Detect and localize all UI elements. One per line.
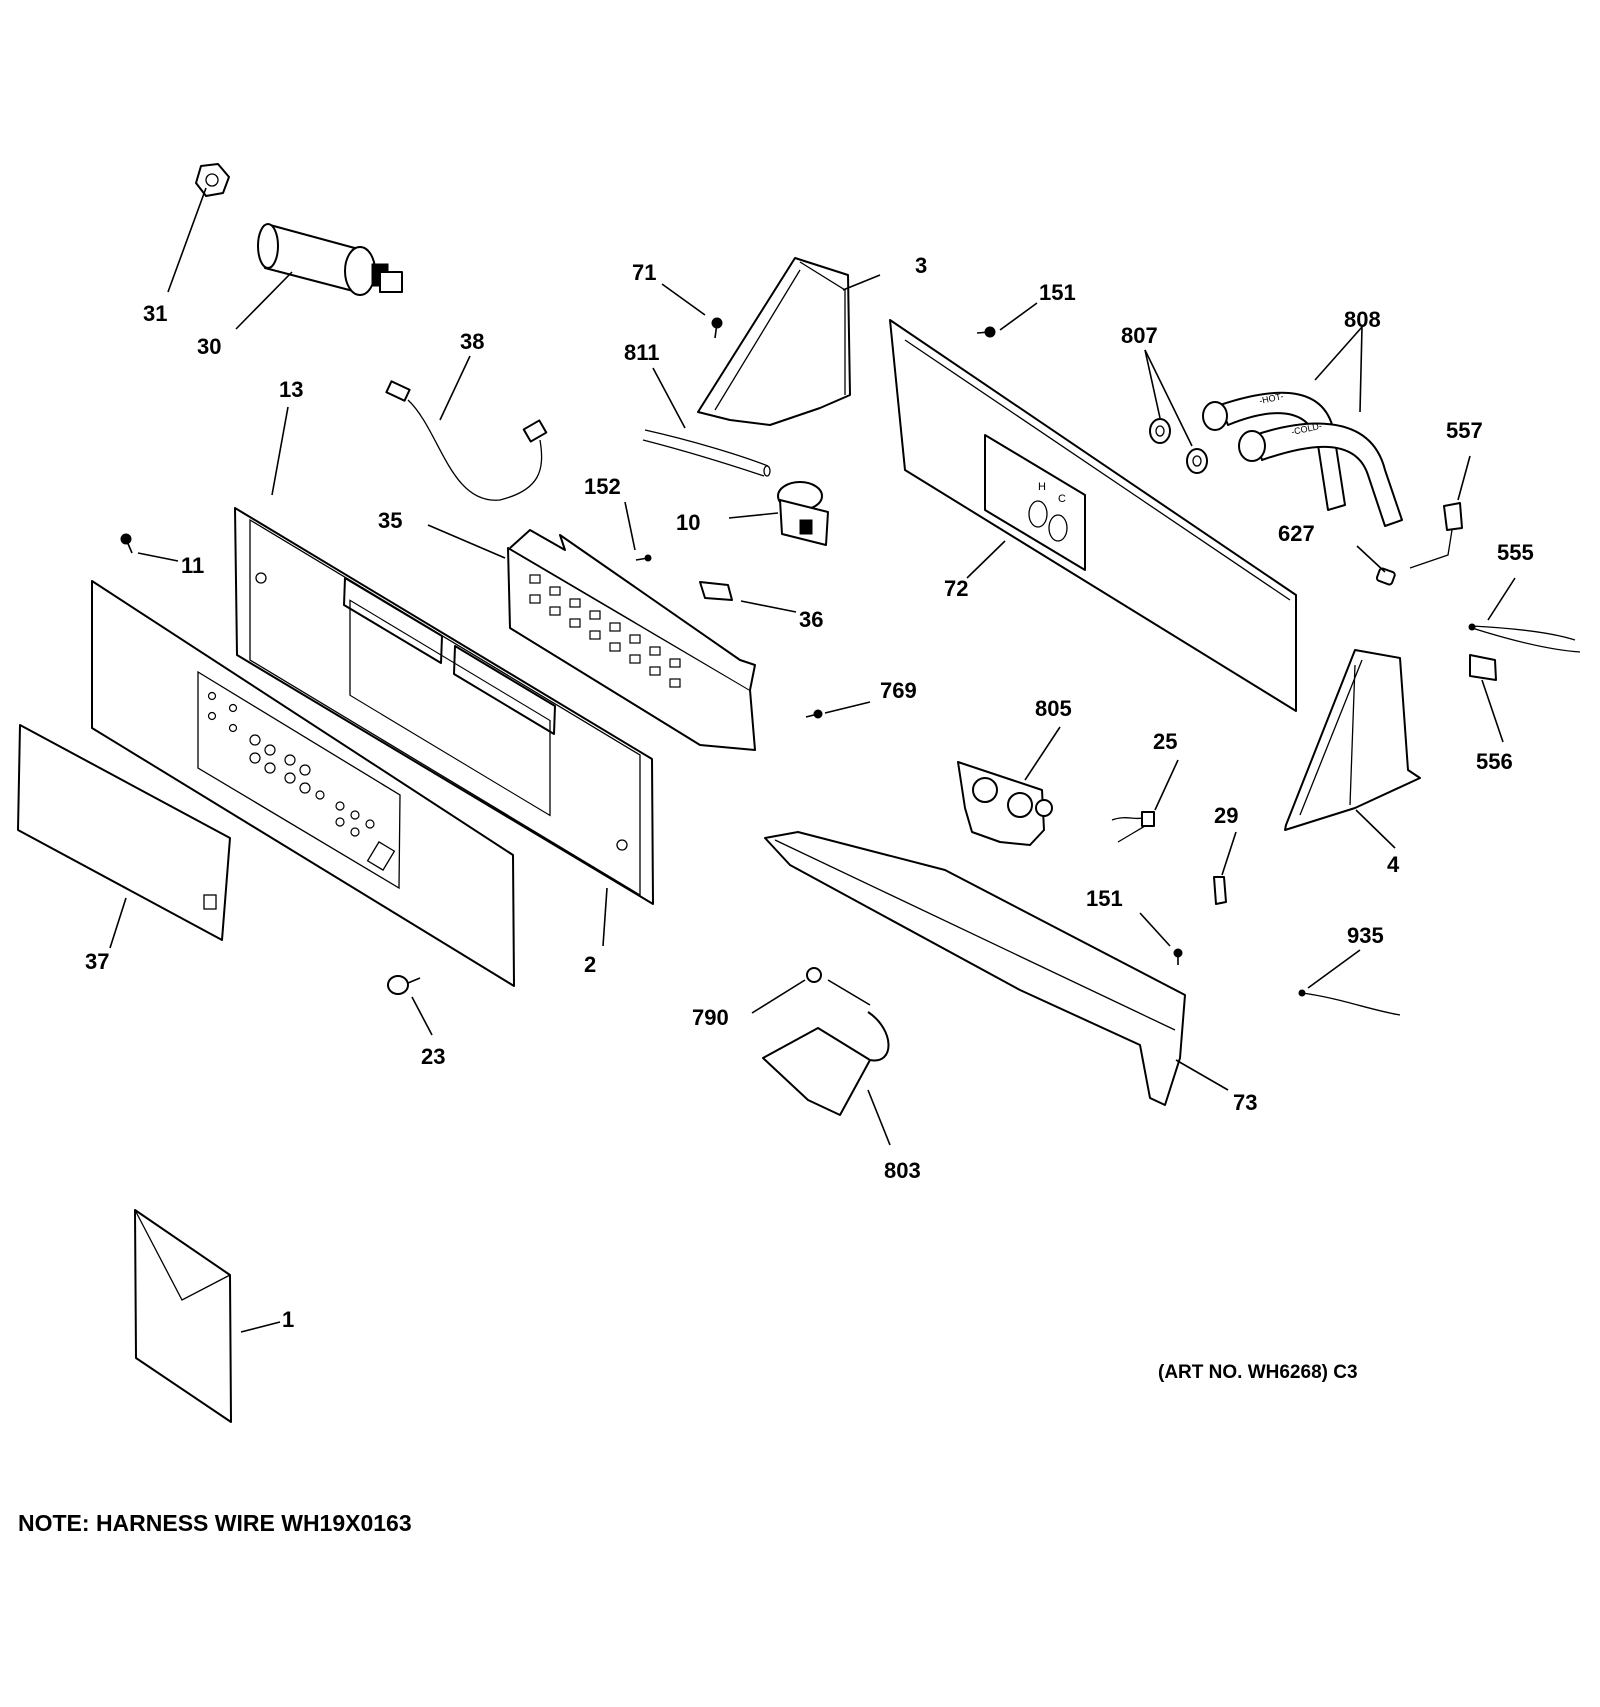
part-4-bracket xyxy=(1284,649,1421,831)
part-35-board xyxy=(507,529,756,751)
label-13: 13 xyxy=(279,377,303,402)
part-152-screw xyxy=(635,554,652,562)
part-1-envelope xyxy=(134,1209,232,1423)
part-36-clip xyxy=(699,581,733,601)
part-38-wire xyxy=(385,380,548,501)
part-803-dispenser xyxy=(762,1011,890,1116)
label-769: 769 xyxy=(880,678,917,703)
hose-marking-hot: -HOT- xyxy=(1258,391,1284,406)
label-556: 556 xyxy=(1476,749,1513,774)
part-151-screw-lower xyxy=(1173,948,1183,965)
label-31: 31 xyxy=(143,301,167,326)
part-557-connector xyxy=(1409,502,1463,569)
label-29: 29 xyxy=(1214,803,1238,828)
label-935: 935 xyxy=(1347,923,1384,948)
part-37-overlay xyxy=(17,724,231,941)
part-2-console xyxy=(91,580,515,987)
part-13-bracket xyxy=(234,507,654,905)
harness-note: NOTE: HARNESS WIRE WH19X0163 xyxy=(18,1510,412,1536)
part-30-capacitor xyxy=(257,223,403,296)
part-556-plug xyxy=(1469,654,1497,681)
label-805: 805 xyxy=(1035,696,1072,721)
part-790-clamp xyxy=(806,967,871,1006)
label-23: 23 xyxy=(421,1044,445,1069)
label-37: 37 xyxy=(85,949,109,974)
part-769-screw xyxy=(805,709,823,719)
part-29-clip xyxy=(1213,876,1227,905)
label-30: 30 xyxy=(197,334,221,359)
leader-lines xyxy=(109,187,1516,1333)
part-811-tube xyxy=(642,429,771,477)
part-555-wire xyxy=(1468,623,1581,653)
label-2: 2 xyxy=(584,952,596,977)
label-555: 555 xyxy=(1497,540,1534,565)
part-11-screw xyxy=(120,533,133,554)
label-557: 557 xyxy=(1446,418,1483,443)
label-72: 72 xyxy=(944,576,968,601)
part-3-bracket xyxy=(697,257,851,426)
part-10-switch xyxy=(777,481,829,546)
label-790: 790 xyxy=(692,1005,729,1030)
label-151-lower: 151 xyxy=(1086,886,1123,911)
label-38: 38 xyxy=(460,329,484,354)
part-627-grommet xyxy=(1375,567,1396,586)
part-25-wire xyxy=(1111,811,1155,843)
part-73-bracket xyxy=(764,831,1186,1106)
label-10: 10 xyxy=(676,510,700,535)
label-803: 803 xyxy=(884,1158,921,1183)
label-1: 1 xyxy=(282,1307,294,1332)
label-25: 25 xyxy=(1153,729,1177,754)
part-71-screw xyxy=(711,317,723,339)
part-808-hoses: -HOT- -COLD- xyxy=(1202,391,1403,527)
label-71: 71 xyxy=(632,260,656,285)
label-811: 811 xyxy=(624,340,660,365)
valve-marking-c: C xyxy=(1058,493,1066,505)
part-935-wire xyxy=(1298,989,1401,1016)
part-807-washers xyxy=(1149,418,1208,474)
label-3: 3 xyxy=(915,253,927,278)
label-4: 4 xyxy=(1387,852,1400,877)
part-23-button xyxy=(387,975,421,995)
label-627: 627 xyxy=(1278,521,1315,546)
part-805-valve xyxy=(957,761,1053,846)
part-72-panel: H C xyxy=(889,319,1297,712)
valve-marking-h: H xyxy=(1038,481,1046,493)
part-labels: 31 30 38 13 11 35 152 71 811 3 10 36 151… xyxy=(85,253,1534,1332)
part-151-screw-upper xyxy=(976,326,996,338)
label-73: 73 xyxy=(1233,1090,1257,1115)
art-number: (ART NO. WH6268) C3 xyxy=(1158,1362,1358,1383)
label-807: 807 xyxy=(1121,323,1158,348)
label-36: 36 xyxy=(799,607,823,632)
part-31-nut xyxy=(195,163,230,197)
label-808: 808 xyxy=(1344,307,1381,332)
label-152: 152 xyxy=(584,474,621,499)
label-151-upper: 151 xyxy=(1039,280,1076,305)
label-11: 11 xyxy=(181,553,204,578)
label-35: 35 xyxy=(378,508,402,533)
